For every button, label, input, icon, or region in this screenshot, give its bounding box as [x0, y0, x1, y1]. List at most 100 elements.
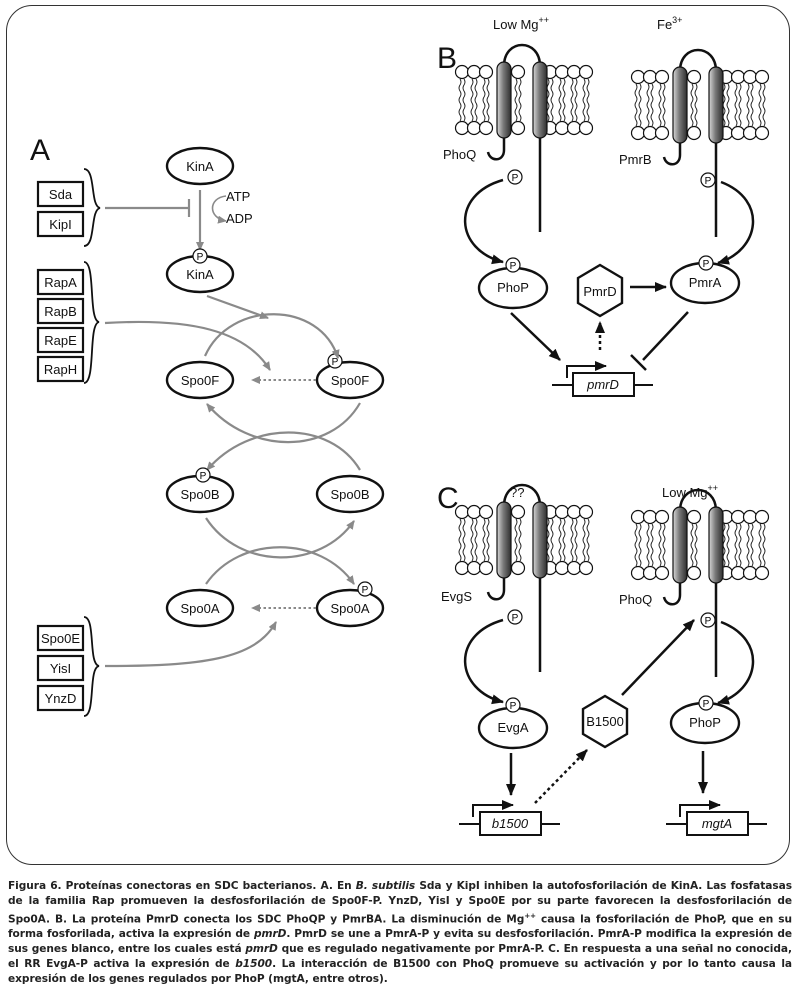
phoq-membrane-receptor: [456, 45, 593, 232]
kina-to-spo0f-arrow: [206, 294, 269, 320]
phosphate-label: P: [510, 701, 517, 712]
evgs-membrane-receptor: [456, 485, 593, 672]
spo0f-phosphorylation-arc: [203, 313, 340, 359]
fe3-signal: Fe3+: [657, 15, 682, 32]
panel-b-label: B: [437, 42, 457, 75]
spo0e-label: Spo0E: [41, 631, 80, 646]
figure-caption: Figura 6. Proteínas conectoras en SDC ba…: [8, 879, 792, 987]
caption-segment: . PmrD se une a PmrA-P y evita su desfos…: [8, 928, 793, 956]
kipi-label: KipI: [49, 217, 71, 232]
phosphate-icon: [507, 169, 523, 185]
phoq-to-phop-arrow-c: [717, 620, 755, 705]
caption-segment: B. subtilis: [355, 880, 416, 892]
pmrb-membrane-receptor: [632, 50, 769, 237]
evgs-to-evga-arrow: [463, 618, 504, 705]
yisi-label: YisI: [50, 661, 71, 676]
phosphate-label: P: [703, 699, 710, 710]
kipi-box: [36, 210, 85, 238]
phoq-label-c: PhoQ: [619, 592, 652, 607]
spo0b-label: Spo0B: [330, 487, 369, 502]
panel-c-label: C: [437, 482, 459, 515]
adp-label: ADP: [226, 211, 253, 226]
phosphate-label: P: [705, 616, 712, 627]
caption-segment: que es regulado negativamente por PmrA-P…: [8, 943, 792, 971]
pmrd-label: PmrD: [583, 284, 616, 299]
pmrd-protein: [576, 263, 624, 318]
b1500-gene-label: b1500: [492, 816, 529, 831]
atp-adp-arrow: [211, 195, 227, 224]
b1500-protein-label: B1500: [586, 714, 624, 729]
panel-a: A Sda KipI RapA RapB RapE RapH Spo0E Yis…: [30, 134, 385, 717]
caption-segment: Sda y KipI inhiben la autofosforilación …: [8, 880, 792, 926]
phosphate-label: P: [332, 357, 339, 368]
spo0f-label: Spo0F: [181, 373, 219, 388]
pmra-represses-pmrd-line: [642, 311, 689, 361]
phosphate-label: P: [703, 259, 710, 270]
sda-label: Sda: [49, 187, 73, 202]
spo0f-p-node: [315, 360, 385, 400]
phosphate-icon: [357, 581, 373, 597]
evgs-label: EvgS: [441, 589, 472, 604]
rapb-label: RapB: [44, 304, 77, 319]
phosphate-icon: [505, 257, 521, 273]
inhibitor-brace: [83, 168, 101, 247]
b1500-promoter-arrow: [472, 800, 514, 817]
figure-frame: [6, 5, 790, 865]
pmra-repression-bar: [630, 354, 647, 371]
panel-c: C ?? Low Mg++ EvgS PhoQ P P P EvgA P Pho…: [437, 482, 769, 836]
phosphate-icon: [700, 612, 716, 628]
kina-node: [165, 146, 235, 186]
unknown-signal: ??: [510, 485, 524, 500]
ynzd-label: YnzD: [45, 691, 77, 706]
spo0a-phosphatase-brace: [83, 616, 100, 717]
caption-segment: ++: [524, 911, 536, 920]
spo0a-phosphorylation-arc: [205, 546, 355, 585]
rapb-box: [36, 297, 85, 325]
raph-box: [36, 355, 85, 383]
phoq-label: PhoQ: [443, 147, 476, 162]
yisi-box: [36, 654, 85, 682]
mgta-gene-box: [686, 811, 749, 836]
rape-label: RapE: [44, 333, 77, 348]
phosphate-label: P: [510, 261, 517, 272]
spo0b-to-spo0f-arc: [206, 402, 361, 444]
ynzd-box: [36, 684, 85, 712]
rap-dephosphorylation-arrow: [104, 320, 271, 371]
b1500-gene-box: [479, 811, 542, 836]
phop-label: PhoP: [497, 280, 529, 295]
rap-brace: [83, 261, 100, 384]
caption-segment: b1500: [235, 958, 273, 971]
phop-label-c: PhoP: [689, 715, 721, 730]
evga-label: EvgA: [497, 720, 528, 735]
phosphate-icon: [507, 609, 523, 625]
rapa-box: [36, 268, 85, 296]
spo0b-node: [315, 474, 385, 514]
kina-p-label: KinA: [186, 267, 214, 282]
spo0a-node: [165, 588, 235, 628]
rape-box: [36, 326, 85, 354]
figure-diagram: A Sda KipI RapA RapB RapE RapH Spo0E Yis…: [30, 15, 798, 836]
panel-a-label: A: [30, 134, 50, 167]
spo0a-p-node: [315, 588, 385, 628]
phosphate-icon: [195, 467, 211, 483]
phoq-to-phop-arrow: [463, 178, 504, 265]
phosphate-label: P: [200, 471, 207, 482]
phosphate-icon: [698, 255, 714, 271]
phoq-membrane-receptor-c: [632, 490, 769, 677]
b1500-activates-phoq-arrow: [621, 619, 695, 696]
rapa-label: RapA: [44, 275, 77, 290]
phosphate-label: P: [512, 613, 519, 624]
caption-segment: causa la fosforilación de PhoP, que en s…: [8, 913, 792, 941]
phosphate-label: P: [362, 585, 369, 596]
spo0a-p-label: Spo0A: [330, 601, 369, 616]
spo0b-p-label: Spo0B: [180, 487, 219, 502]
pmrb-label: PmrB: [619, 152, 652, 167]
caption-segment: . La interacción de B1500 con PhoQ promu…: [8, 958, 793, 985]
spo0f-to-spo0b-arc: [206, 431, 361, 471]
phosphate-label: P: [705, 176, 712, 187]
spo0f-p-label: Spo0F: [331, 373, 369, 388]
pmrb-to-pmra-arrow: [717, 180, 755, 265]
phop-activates-pmrd-arrow: [510, 312, 561, 361]
low-mg-signal-b: Low Mg++: [493, 15, 549, 32]
b1500-protein: [581, 694, 629, 749]
